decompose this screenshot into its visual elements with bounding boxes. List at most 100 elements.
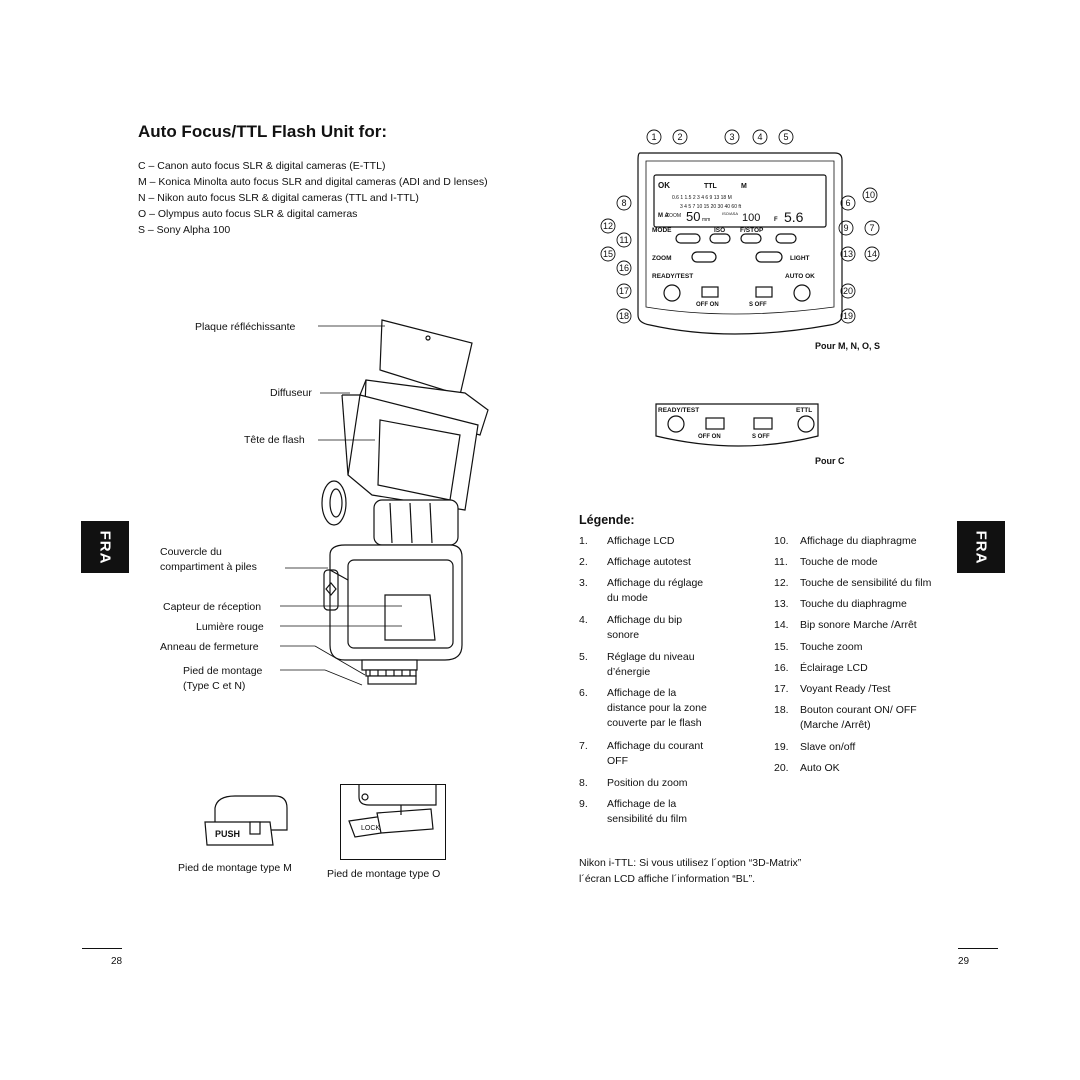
push-label: PUSH — [215, 829, 240, 839]
callout-9: 9 — [843, 223, 848, 233]
callout-14: 14 — [867, 249, 877, 259]
lcd-zoom: ZOOM — [666, 213, 681, 219]
label-mode: MODE — [652, 227, 672, 234]
control-panel-c: READY/TEST ETTL OFF ON S OFF — [655, 403, 819, 447]
page-title: Auto Focus/TTL Flash Unit for: — [138, 122, 387, 141]
page-rule-right — [958, 948, 998, 949]
legend-item-text: Affichage autotest — [607, 556, 691, 568]
callout-16: 16 — [619, 263, 629, 273]
legend-item-number: 7. — [579, 740, 588, 752]
foot-type-o-caption: Pied de montage type O — [327, 868, 441, 880]
callout-12: 12 — [603, 221, 613, 231]
camera-line-n: N – Nikon auto focus SLR & digital camer… — [138, 192, 419, 204]
legend-item-text: Bip sonore Marche /Arrêt — [800, 619, 917, 631]
lcd-f: F — [774, 217, 778, 223]
control-panel-mnos: 1 2 3 4 5 6 7 8 9 10 11 12 13 14 15 16 1… — [600, 129, 880, 335]
label-battery-cover-2: compartiment à piles — [160, 561, 257, 573]
callout-8: 8 — [621, 198, 626, 208]
lcd-mm: mm — [702, 217, 710, 223]
foot-type-o-illustration: LOCK — [348, 785, 437, 838]
legend-item-text: Auto OK — [800, 762, 840, 774]
legend-item-number: 19. — [774, 741, 789, 753]
label-flash-head: Tête de flash — [244, 434, 305, 446]
lcd-zoom-value: 50 — [686, 209, 700, 224]
foot-type-o-frame: LOCK — [340, 784, 446, 860]
label-locking-ring: Anneau de fermeture — [160, 641, 259, 653]
legend-item-text: Position du zoom — [607, 777, 688, 789]
legend-item-number: 2. — [579, 556, 588, 568]
legend-item-number: 8. — [579, 777, 588, 789]
label-mounting-foot-2: (Type C et N) — [183, 680, 246, 692]
c-label-off-on: OFF ON — [698, 434, 721, 440]
legend-item-number: 18. — [774, 704, 789, 716]
lcd-scale-ft: 3 4 5 7 10 15 20 30 40 60 ft — [680, 204, 742, 210]
lcd-ma: M A — [658, 213, 669, 219]
camera-line-s: S – Sony Alpha 100 — [138, 224, 231, 236]
camera-line-o: O – Olympus auto focus SLR & digital cam… — [138, 208, 358, 220]
legend-item-text: Voyant Ready /Test — [800, 683, 891, 695]
callout-17: 17 — [619, 286, 629, 296]
legend-item-text: Touche zoom — [800, 641, 863, 653]
legend-item-number: 4. — [579, 614, 588, 626]
legend-item-text: Affichage du courant OFF — [607, 740, 704, 767]
callout-19: 19 — [843, 311, 853, 321]
legend-item-number: 17. — [774, 683, 789, 695]
label-iso: ISO — [714, 227, 725, 234]
label-reflector-card: Plaque réfléchissante — [195, 321, 296, 333]
legend-item-number: 12. — [774, 577, 789, 589]
callout-1: 1 — [651, 132, 656, 142]
note-line-2: l´écran LCD affiche l´information “BL”. — [579, 873, 756, 885]
callout-18: 18 — [619, 311, 629, 321]
legend-item-text: Affichage de la sensibilité du film — [607, 798, 687, 825]
legend-item-number: 15. — [774, 641, 789, 653]
legend-item-text: Affichage de la distance pour la zone co… — [607, 687, 707, 729]
foot-type-m-illustration: PUSH — [204, 795, 288, 846]
label-light: LIGHT — [790, 255, 810, 262]
legend-item-number: 11. — [774, 556, 788, 568]
legend-item-number: 20. — [774, 762, 789, 774]
flash-unit-illustration — [280, 319, 489, 686]
legend-item-text: Affichage du bip sonore — [607, 614, 683, 641]
camera-line-c: C – Canon auto focus SLR & digital camer… — [138, 160, 386, 172]
legend-item-text: Réglage du niveau d’énergie — [607, 651, 695, 678]
legend-item-text: Touche de mode — [800, 556, 878, 568]
callout-5: 5 — [783, 132, 788, 142]
label-mounting-foot-1: Pied de montage — [183, 665, 263, 677]
page-rule-left — [82, 948, 122, 949]
legend-title: Légende: — [579, 513, 635, 527]
c-label-ready-test: READY/TEST — [658, 407, 699, 414]
callout-10: 10 — [865, 190, 875, 200]
label-diffuser: Diffuseur — [270, 387, 312, 399]
legend-item-text: Affichage du réglage du mode — [607, 577, 704, 604]
camera-line-m: M – Konica Minolta auto focus SLR and di… — [138, 176, 488, 188]
label-off-on: OFF ON — [696, 302, 719, 308]
callout-7: 7 — [869, 223, 874, 233]
label-battery-cover-1: Couvercle du — [160, 546, 222, 558]
callout-20: 20 — [843, 286, 853, 296]
c-label-ettl: ETTL — [796, 407, 812, 414]
label-fstop: F/STOP — [740, 227, 764, 234]
label-zoom: ZOOM — [652, 255, 672, 262]
callout-2: 2 — [677, 132, 682, 142]
note-line-1: Nikon i-TTL: Si vous utilisez l´option “… — [579, 857, 802, 869]
language-tab-right: FRA — [957, 521, 1005, 573]
callout-3: 3 — [729, 132, 734, 142]
language-tab-left: FRA — [81, 521, 129, 573]
label-s-off: S OFF — [749, 302, 767, 308]
legend-item-text: Slave on/off — [800, 741, 856, 753]
lcd-m: M — [741, 183, 747, 190]
legend-item-number: 3. — [579, 577, 588, 589]
legend-item-number: 16. — [774, 662, 789, 674]
lcd-ttl: TTL — [704, 183, 718, 190]
legend-item-number: 5. — [579, 651, 588, 663]
legend-item-text: Affichage LCD — [607, 535, 675, 547]
label-red-light: Lumière rouge — [196, 621, 264, 633]
page-number-left: 28 — [111, 956, 123, 967]
legend-item-number: 10. — [774, 535, 789, 547]
label-ready-test: READY/TEST — [652, 273, 693, 280]
legend-item-number: 9. — [579, 798, 588, 810]
foot-type-m-caption: Pied de montage type M — [178, 862, 292, 874]
caption-mnos: Pour M, N, O, S — [815, 341, 881, 351]
callout-6: 6 — [845, 198, 850, 208]
legend-item-text: Bouton courant ON/ OFF (Marche /Arrêt) — [800, 704, 917, 731]
